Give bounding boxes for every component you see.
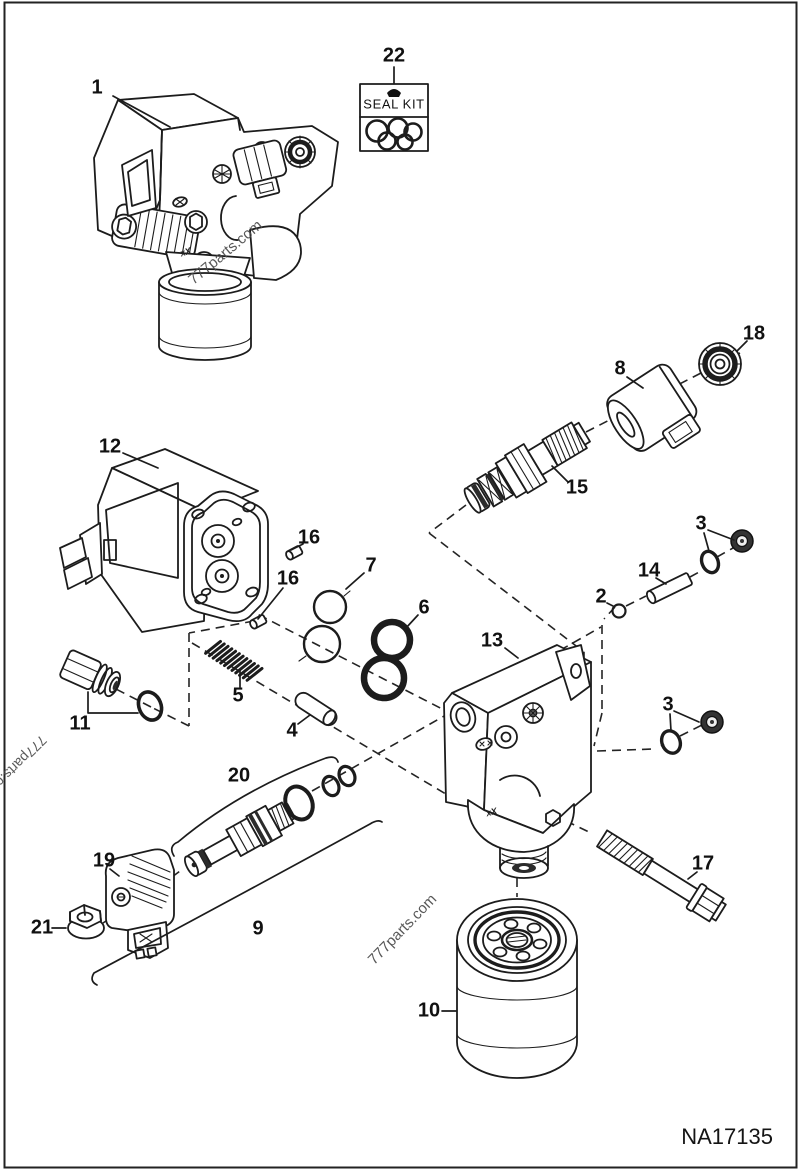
- part-11-oring: [136, 690, 164, 722]
- part-label-3-upper: 3: [695, 512, 707, 535]
- part-label-16a: 16: [297, 526, 321, 549]
- part-6-gasket: [360, 618, 414, 702]
- bracket-20: [170, 756, 339, 857]
- part-label-15: 15: [565, 476, 589, 499]
- part-label-2: 2: [595, 585, 607, 608]
- part-15-solenoid-cartridge: [463, 421, 591, 514]
- part-label-7: 7: [365, 554, 377, 577]
- part-label-11: 11: [69, 712, 91, 735]
- part-label-17: 17: [691, 852, 715, 875]
- part-label-3-lower: 3: [662, 693, 674, 716]
- bracket-9: [91, 820, 383, 986]
- leader-lines: [51, 66, 748, 1012]
- part-1-pump-filter-assembly: [93, 93, 339, 361]
- part-5-spring: [204, 639, 264, 682]
- drawing-number: NA17135: [681, 1124, 773, 1149]
- part-4-pin: [294, 691, 338, 727]
- part-13-filter-head: [443, 644, 592, 879]
- part-label-9: 9: [252, 917, 264, 940]
- part-label-13: 13: [480, 629, 504, 652]
- part-3-lower-plug: [700, 710, 724, 734]
- part-label-8: 8: [614, 357, 626, 380]
- part-label-5: 5: [232, 684, 244, 707]
- part-label-4: 4: [286, 719, 298, 742]
- part-8-solenoid-coil: [606, 363, 701, 452]
- part-label-14: 14: [637, 559, 661, 582]
- part-label-10: 10: [417, 999, 441, 1022]
- part-21-flange-nut: [67, 904, 105, 940]
- part-label-1: 1: [91, 76, 103, 99]
- page-border: [3, 1, 798, 1169]
- part-12-gear-pump: [59, 448, 269, 633]
- part-20-oring-large: [283, 784, 315, 822]
- part-label-18: 18: [742, 322, 766, 345]
- part-label-16b: 16: [276, 567, 300, 590]
- hanger-tab-icon: [387, 89, 401, 97]
- part-17-bolt: [596, 829, 727, 923]
- seal-kit-box: [359, 83, 429, 152]
- part-label-22: 22: [382, 44, 406, 67]
- part-10-filter-cartridge: [456, 898, 578, 1079]
- part-14-tube: [645, 572, 693, 605]
- part-2-oring: [611, 603, 627, 619]
- part-20-oring-small-2: [337, 764, 357, 788]
- part-16-pin-lower: [249, 614, 268, 630]
- part-3-lower-oring: [659, 729, 683, 755]
- seal-kit-label: SEAL KIT: [363, 96, 425, 112]
- part-18-knurled-cap: [698, 342, 742, 386]
- part-label-21: 21: [30, 916, 54, 939]
- part-label-6: 6: [418, 596, 430, 619]
- part-label-19: 19: [92, 849, 116, 872]
- part-19-solenoid-coil: [104, 848, 175, 960]
- part-label-20: 20: [227, 764, 251, 787]
- part-11-plug: [59, 649, 122, 698]
- part-3-upper-plug: [730, 529, 754, 553]
- part-7-gasket: [298, 589, 351, 664]
- part-label-12: 12: [98, 435, 122, 458]
- part-3-upper-oring: [699, 549, 721, 575]
- part-20-cartridge-valve: [183, 801, 297, 877]
- part-20-oring-small-1: [321, 774, 341, 798]
